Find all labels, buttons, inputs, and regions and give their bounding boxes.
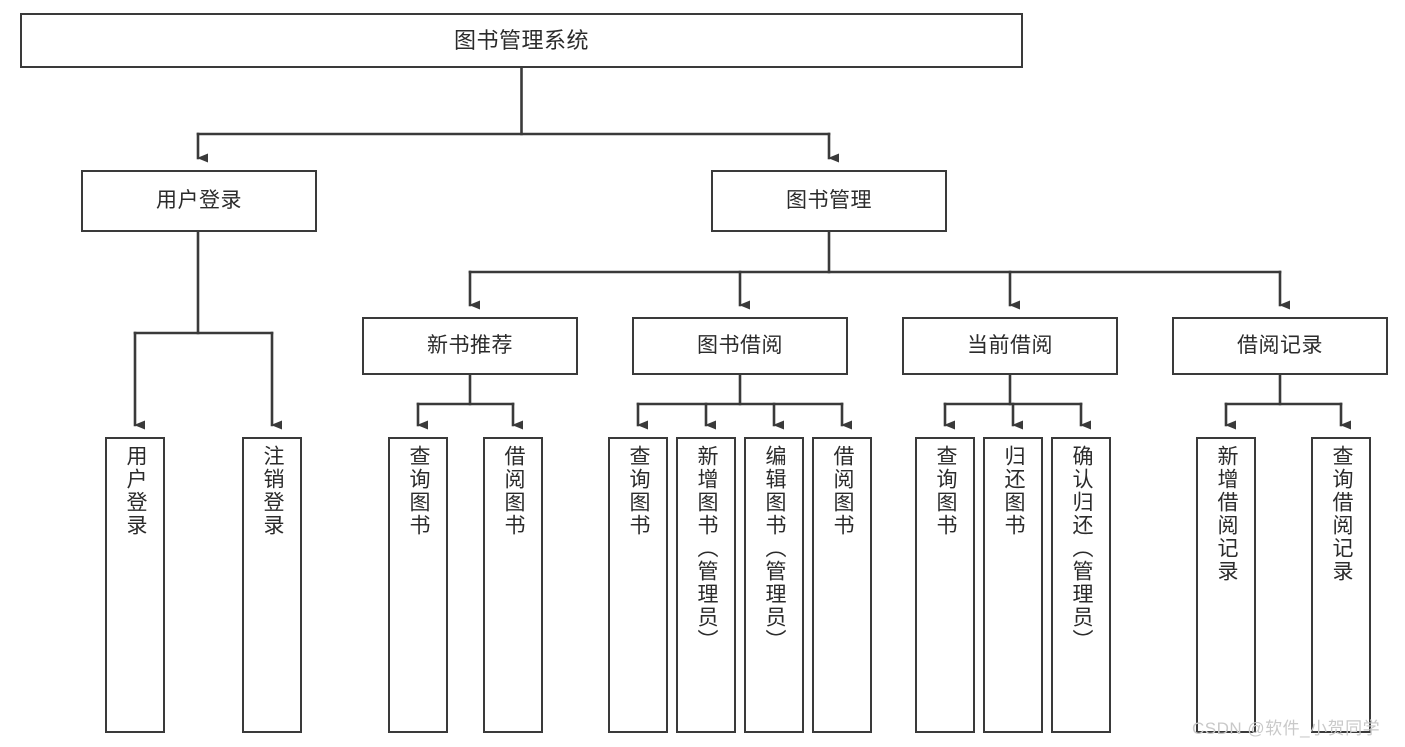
leaf-borrow-query-book[interactable]: 查询图书	[608, 437, 668, 733]
node-label: 借阅图书	[831, 445, 855, 537]
node-user-login[interactable]: 用户登录	[81, 170, 317, 232]
connector-bookborrow-to-leaves	[636, 373, 852, 430]
watermark: CSDN @软件_小贺同学	[1192, 719, 1381, 738]
leaf-add-borrow-record[interactable]: 新增借阅记录	[1196, 437, 1256, 733]
leaf-borrow-book[interactable]: 借阅图书	[812, 437, 872, 733]
node-label: 查询借阅记录	[1330, 445, 1354, 583]
connector-bookmgmt-to-level3	[468, 230, 1290, 310]
node-label: 图书管理	[786, 188, 872, 212]
connector-root-to-level2	[196, 66, 839, 163]
node-new-book-recommend[interactable]: 新书推荐	[362, 317, 578, 375]
node-label: 用户登录	[156, 188, 242, 212]
node-label: 新书推荐	[427, 333, 513, 357]
leaf-return-book[interactable]: 归还图书	[983, 437, 1043, 733]
node-label: 查询图书	[934, 445, 958, 537]
node-label: 图书管理系统	[453, 27, 589, 53]
node-root-library-system[interactable]: 图书管理系统	[20, 13, 1023, 68]
connector-newbook-to-leaves	[416, 373, 523, 430]
node-label: 图书借阅	[697, 333, 783, 357]
leaf-user-login[interactable]: 用户登录	[105, 437, 165, 733]
leaf-newbook-borrow-book[interactable]: 借阅图书	[483, 437, 543, 733]
node-label: 注销登录	[261, 445, 285, 537]
leaf-add-book-admin[interactable]: 新增图书（管理员）	[676, 437, 736, 733]
leaf-current-query-book[interactable]: 查询图书	[915, 437, 975, 733]
node-book-borrow[interactable]: 图书借阅	[632, 317, 848, 375]
node-label: 确认归还（管理员）	[1070, 445, 1094, 652]
leaf-query-borrow-record[interactable]: 查询借阅记录	[1311, 437, 1371, 733]
node-label: 新增图书（管理员）	[695, 445, 719, 652]
connector-userlogin-to-leaves	[133, 230, 282, 430]
node-label: 查询图书	[407, 445, 431, 537]
node-book-management[interactable]: 图书管理	[711, 170, 947, 232]
connector-currentborrow-to-leaves	[943, 373, 1091, 430]
leaf-edit-book-admin[interactable]: 编辑图书（管理员）	[744, 437, 804, 733]
node-label: 用户登录	[124, 445, 148, 537]
leaf-newbook-query-book[interactable]: 查询图书	[388, 437, 448, 733]
node-label: 借阅记录	[1237, 333, 1323, 357]
node-label: 编辑图书（管理员）	[763, 445, 787, 652]
node-label: 当前借阅	[967, 333, 1053, 357]
node-label: 归还图书	[1002, 445, 1026, 537]
node-label: 借阅图书	[502, 445, 526, 537]
node-label: 查询图书	[627, 445, 651, 537]
node-label: 新增借阅记录	[1215, 445, 1239, 583]
connector-borrowrecord-to-leaves	[1224, 373, 1351, 430]
node-borrow-record[interactable]: 借阅记录	[1172, 317, 1388, 375]
leaf-logout[interactable]: 注销登录	[242, 437, 302, 733]
node-current-borrow[interactable]: 当前借阅	[902, 317, 1118, 375]
leaf-confirm-return-admin[interactable]: 确认归还（管理员）	[1051, 437, 1111, 733]
